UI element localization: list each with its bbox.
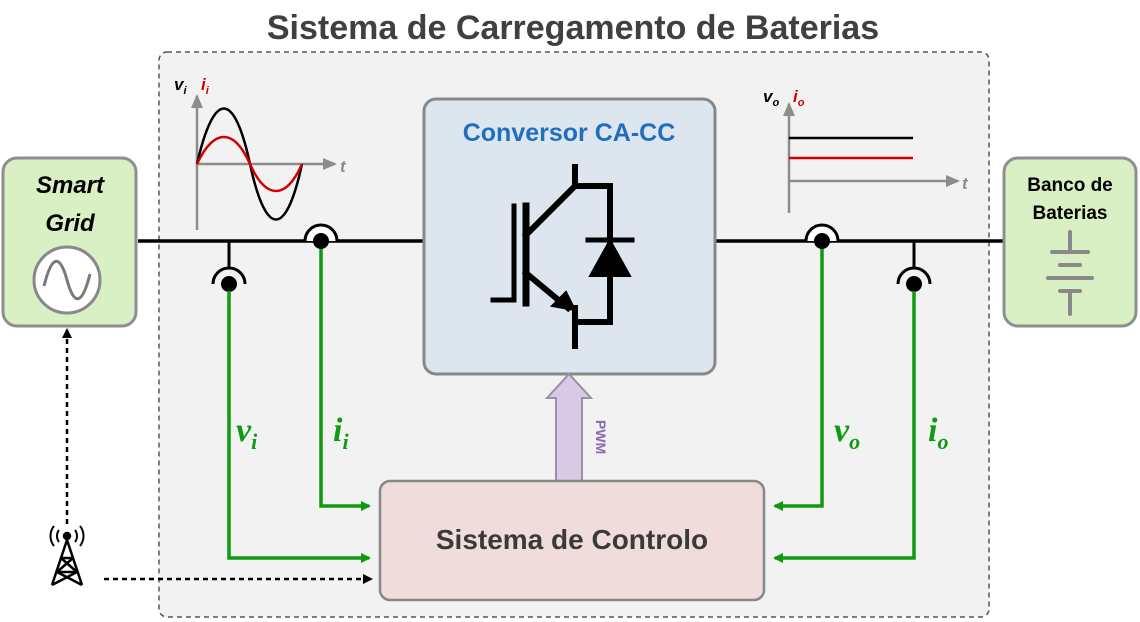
sine-source-icon	[32, 245, 102, 315]
control-system-label: Sistema de Controlo	[436, 524, 708, 555]
pwm-label: PWM	[593, 420, 609, 454]
output-plot-i-label: io	[793, 87, 805, 109]
pwm-arrow: PWM	[544, 372, 609, 493]
battery-icon	[1046, 230, 1094, 316]
output-waveform-plot: t vo io	[763, 87, 969, 213]
input-plot-t-label: t	[340, 157, 347, 176]
signal-label-ii: ii	[333, 412, 349, 454]
smart-grid-label-line1: Smart	[36, 172, 105, 199]
voltage-sensor-icon	[211, 241, 247, 292]
battery-bank-block: Banco de Baterias	[1002, 156, 1138, 328]
input-waveform-plot: t vi ii	[174, 75, 347, 230]
control-system-block: Sistema de Controlo	[378, 479, 766, 602]
measurement-lines	[227, 249, 916, 563]
converter-title: Conversor CA-CC	[463, 119, 676, 147]
input-plot-i-label: ii	[201, 75, 210, 97]
output-plot-t-label: t	[962, 174, 969, 193]
signal-label-vi: vi	[236, 412, 258, 454]
output-plot-v-label: vo	[763, 87, 779, 109]
current-sensor-icon	[303, 223, 339, 249]
signal-label-vo: vo	[834, 412, 860, 454]
voltage-sensor-icon	[896, 241, 932, 292]
smart-grid-block: Smart Grid	[1, 156, 138, 328]
radio-tower-icon	[49, 525, 85, 587]
battery-label-line1: Banco de	[1027, 175, 1113, 196]
signal-label-io: io	[928, 412, 948, 454]
input-plot-v-label: vi	[174, 75, 187, 97]
battery-label-line2: Baterias	[1033, 203, 1108, 224]
smart-grid-label-line2: Grid	[45, 210, 96, 237]
diagram-title: Sistema de Carregamento de Baterias	[267, 9, 879, 47]
converter-block: Conversor CA-CC	[422, 97, 717, 376]
igbt-diode-icon	[490, 164, 635, 349]
current-sensor-icon	[804, 223, 840, 249]
